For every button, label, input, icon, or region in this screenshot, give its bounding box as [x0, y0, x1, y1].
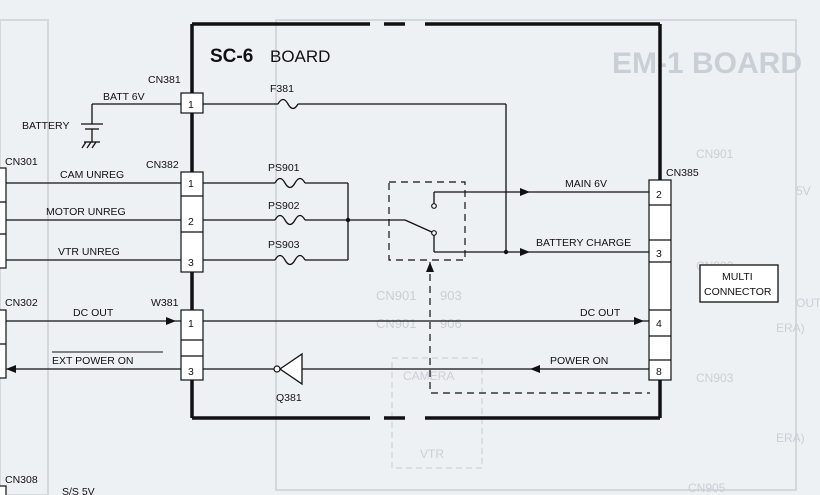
left-connectors: CN301 CN302 CN308 S/S 5V	[0, 156, 95, 495]
cn308-block	[0, 485, 7, 495]
cn381-pin1: 1	[188, 99, 194, 111]
f381-fuse: F381	[203, 83, 507, 252]
cn382-pin-box	[180, 171, 204, 273]
w381-label: W381	[151, 297, 179, 309]
cn385-pin2: 2	[656, 189, 662, 201]
ext-power-on-label: EXT POWER ON	[52, 355, 133, 367]
w381-pin3: 3	[188, 366, 194, 378]
cn301-block	[0, 167, 7, 269]
ps902-label: PS902	[268, 200, 300, 212]
cn382-pin3: 3	[188, 257, 194, 269]
battery-charge-label: BATTERY CHARGE	[536, 237, 631, 249]
cam-unreg-label: CAM UNREG	[60, 169, 124, 181]
ghost-label: CN903	[696, 371, 734, 385]
batt-6v-label: BATT 6V	[103, 91, 145, 103]
cn381-pin-box	[180, 92, 204, 114]
ss-5v-label: S/S 5V	[62, 486, 95, 495]
ghost-label: CN901	[376, 288, 416, 303]
power-on-label: POWER ON	[550, 355, 608, 367]
dc-out-right-label: DC OUT	[580, 307, 621, 319]
cn308-label: CN308	[5, 474, 38, 486]
board-title: SC-6	[210, 46, 253, 67]
ghost-label: 906	[440, 316, 462, 331]
ghost-block	[391, 357, 483, 469]
cn385-pin4: 4	[656, 318, 662, 330]
cn385-pin8: 8	[656, 366, 662, 378]
em1-title: EM-1 BOARD	[612, 47, 802, 80]
ghost-label: CN901	[696, 147, 734, 161]
w381-pin-box	[180, 309, 204, 381]
board-title-suffix: BOARD	[270, 47, 330, 66]
q381-buffer	[278, 352, 303, 386]
ghost-label: CAMERA	[403, 369, 454, 383]
protectors: PS901 PS902 PS903	[203, 162, 405, 266]
ghost-label: ERA)	[776, 431, 805, 445]
main-6v-label: MAIN 6V	[565, 178, 607, 190]
multi-connector-box: MULTI CONNECTOR	[699, 264, 779, 303]
cn382-pin1: 1	[188, 178, 194, 190]
battery-symbol: BATTERY	[22, 104, 103, 149]
ghost-label: VTR	[420, 447, 444, 461]
cn382-connector: CN382 1 2 3	[146, 159, 204, 273]
vtr-unreg-label: VTR UNREG	[58, 246, 120, 258]
cn385-label: CN385	[666, 167, 699, 179]
cn382-label: CN382	[146, 159, 179, 171]
cn385-pin3: 3	[656, 248, 662, 260]
multi-connector-line2: CONNECTOR	[704, 286, 772, 298]
dc-out-left-label: DC OUT	[73, 307, 114, 319]
ghost-label: CN901	[376, 316, 416, 331]
em1-outline	[275, 19, 797, 491]
relay-switch	[388, 181, 650, 394]
battery-label: BATTERY	[22, 120, 69, 132]
cn301-label: CN301	[5, 156, 38, 168]
multi-connector-line1: MULTI	[722, 271, 753, 283]
ghost-label: ERA)	[776, 321, 805, 335]
ghost-label: 903	[440, 288, 462, 303]
cn385-pin-box	[648, 179, 672, 381]
w381-pin1: 1	[188, 318, 194, 330]
cn381-connector: CN381 1 BATT 6V	[92, 74, 204, 114]
cn302-label: CN302	[5, 297, 38, 309]
cn382-pin2: 2	[188, 216, 194, 228]
ghost-label: 5V	[796, 184, 811, 198]
relay-dashed-box	[388, 181, 466, 261]
motor-unreg-label: MOTOR UNREG	[46, 206, 126, 218]
cn385-connector: CN385 2 3 4 8	[648, 167, 699, 381]
w381-connector: W381 1 3	[151, 297, 204, 381]
ps901-label: PS901	[268, 162, 300, 174]
cn381-label: CN381	[148, 74, 181, 86]
f381-label: F381	[270, 83, 294, 95]
background-em1-board: EM-1 BOARD CN901 5V CN902 OUT ERA) CN903…	[0, 19, 820, 495]
ghost-left-board	[0, 19, 49, 495]
ghost-label: OUT	[796, 296, 820, 310]
ps903-label: PS903	[268, 239, 300, 251]
ghost-label: CN905	[688, 481, 726, 495]
q381-label: Q381	[276, 392, 302, 404]
